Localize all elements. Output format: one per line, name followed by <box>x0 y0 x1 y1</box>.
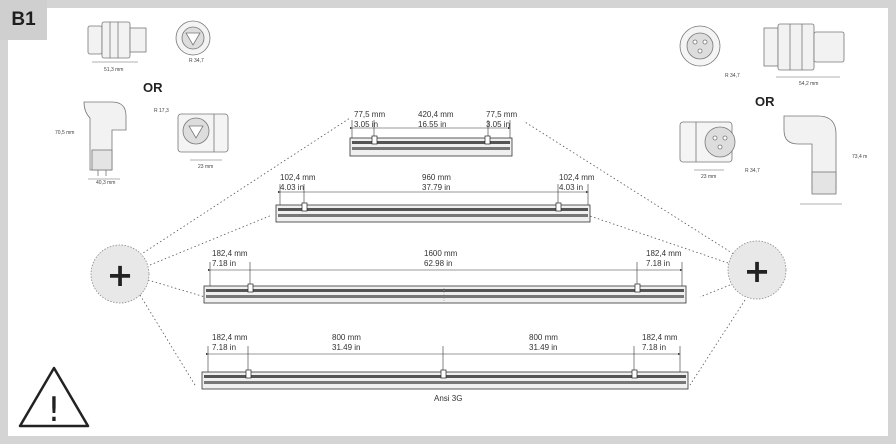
fixture-4-seg-4-mm: 182,4 mm <box>642 333 678 342</box>
fixture-2-seg-2-mm: 960 mm <box>422 173 451 182</box>
dim-left-angle-radius: R 17,3 <box>154 108 169 114</box>
fixture-2-seg-2-in: 37.79 in <box>422 183 450 192</box>
fixture-3-seg-3-in: 7.18 in <box>646 259 670 268</box>
bottom-label: Ansi 3G <box>434 394 462 403</box>
fixture-4: 182,4 mm 7.18 in 800 mm 31.49 in 800 mm … <box>201 333 689 390</box>
warning-glyph: ! <box>47 390 61 430</box>
fixture-4-seg-2-mm: 800 mm <box>332 333 361 342</box>
fixture-1-seg-3-in: 3.05 in <box>486 120 510 129</box>
plus-icon[interactable]: + <box>90 244 150 304</box>
right-straight-connector <box>763 23 845 78</box>
plus-glyph: + <box>744 252 771 290</box>
fixture-3-seg-1-mm: 182,4 mm <box>212 249 248 258</box>
fixture-2-seg-1-mm: 102,4 mm <box>280 173 316 182</box>
dim-right-angle-height: 73,4 m <box>852 154 867 160</box>
fixture-1-seg-1-mm: 77,5 mm <box>354 110 385 119</box>
right-angle-face <box>679 121 736 171</box>
fixture-1-seg-2-in: 16.55 in <box>418 120 446 129</box>
left-angle-connector <box>83 101 127 180</box>
fixture-1-seg-3-mm: 77,5 mm <box>486 110 517 119</box>
warning-icon: ! <box>18 366 90 430</box>
fixture-2: 102,4 mm 4.03 in 960 mm 37.79 in 102,4 m… <box>275 173 595 223</box>
dim-left-straight-width: 51,3 mm <box>104 67 123 73</box>
dim-right-angle-radius: R 34,7 <box>745 168 760 174</box>
dim-left-straight-radius: R 34,7 <box>189 58 204 64</box>
dotted-guides <box>139 117 746 386</box>
fixture-3-seg-1-in: 7.18 in <box>212 259 236 268</box>
dim-right-angle-face: 23 mm <box>701 174 716 180</box>
left-straight-connector <box>87 21 147 63</box>
right-angle-connector <box>783 115 842 205</box>
or-label-left: OR <box>143 80 163 95</box>
dim-right-straight-width: 54,2 mm <box>799 81 818 87</box>
fixture-3-seg-3-mm: 182,4 mm <box>646 249 682 258</box>
fixture-3: 182,4 mm 7.18 in 1600 mm 62.98 in 182,4 … <box>203 249 687 304</box>
section-badge: B1 <box>0 0 47 40</box>
fixture-3-seg-2-in: 62.98 in <box>424 259 452 268</box>
fixture-4-seg-3-in: 31.49 in <box>529 343 557 352</box>
right-straight-face <box>679 25 721 67</box>
fixture-4-seg-4-in: 7.18 in <box>642 343 666 352</box>
fixture-4-seg-2-in: 31.49 in <box>332 343 360 352</box>
fixture-4-seg-1-in: 7.18 in <box>212 343 236 352</box>
fixture-2-seg-1-in: 4.03 in <box>280 183 304 192</box>
fixture-2-seg-3-mm: 102,4 mm <box>559 173 595 182</box>
dim-left-angle-width: 40,3 mm <box>96 180 115 186</box>
fixture-1: 77,5 mm 3.05 in 420,4 mm 16.55 in 77,5 m… <box>349 110 517 157</box>
fixture-1-seg-2-mm: 420,4 mm <box>418 110 454 119</box>
dim-right-straight-radius: R 34,7 <box>725 73 740 79</box>
plus-icon[interactable]: + <box>727 240 787 300</box>
left-straight-face <box>175 20 211 56</box>
or-label-right: OR <box>755 94 775 109</box>
fixture-3-seg-2-mm: 1600 mm <box>424 249 458 258</box>
fixture-2-seg-3-in: 4.03 in <box>559 183 583 192</box>
fixture-4-seg-1-mm: 182,4 mm <box>212 333 248 342</box>
fixture-1-seg-1-in: 3.05 in <box>354 120 378 129</box>
fixture-4-seg-3-mm: 800 mm <box>529 333 558 342</box>
dim-left-angle-face: 23 mm <box>198 164 213 170</box>
left-angle-face <box>177 113 229 161</box>
plus-glyph: + <box>107 256 134 294</box>
dim-left-angle-height: 70,5 mm <box>55 130 74 136</box>
